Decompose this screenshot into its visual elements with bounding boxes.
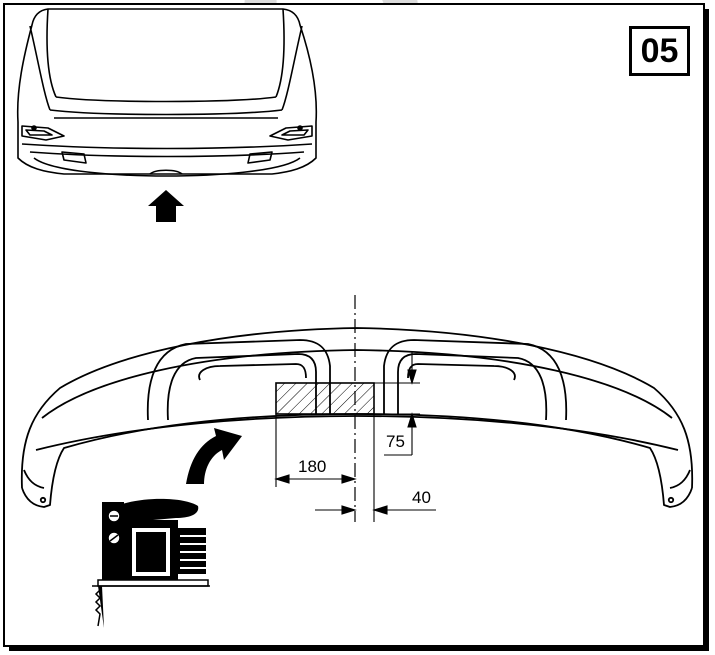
rear-diffuser-part: [20, 327, 694, 508]
cut-out-area: [275, 382, 375, 415]
up-arrow-icon: [148, 190, 184, 222]
jigsaw-icon: [92, 498, 210, 628]
curved-arrow-icon: [186, 428, 242, 484]
dimension-40-label: 40: [412, 488, 431, 507]
step-number: 05: [640, 31, 679, 70]
dimension-180-label: 180: [298, 457, 327, 476]
dimension-75-label: 75: [386, 432, 405, 451]
car-rear-view: [16, 8, 318, 177]
dimension-lines: [274, 352, 436, 522]
step-number-badge: 05: [629, 26, 690, 76]
